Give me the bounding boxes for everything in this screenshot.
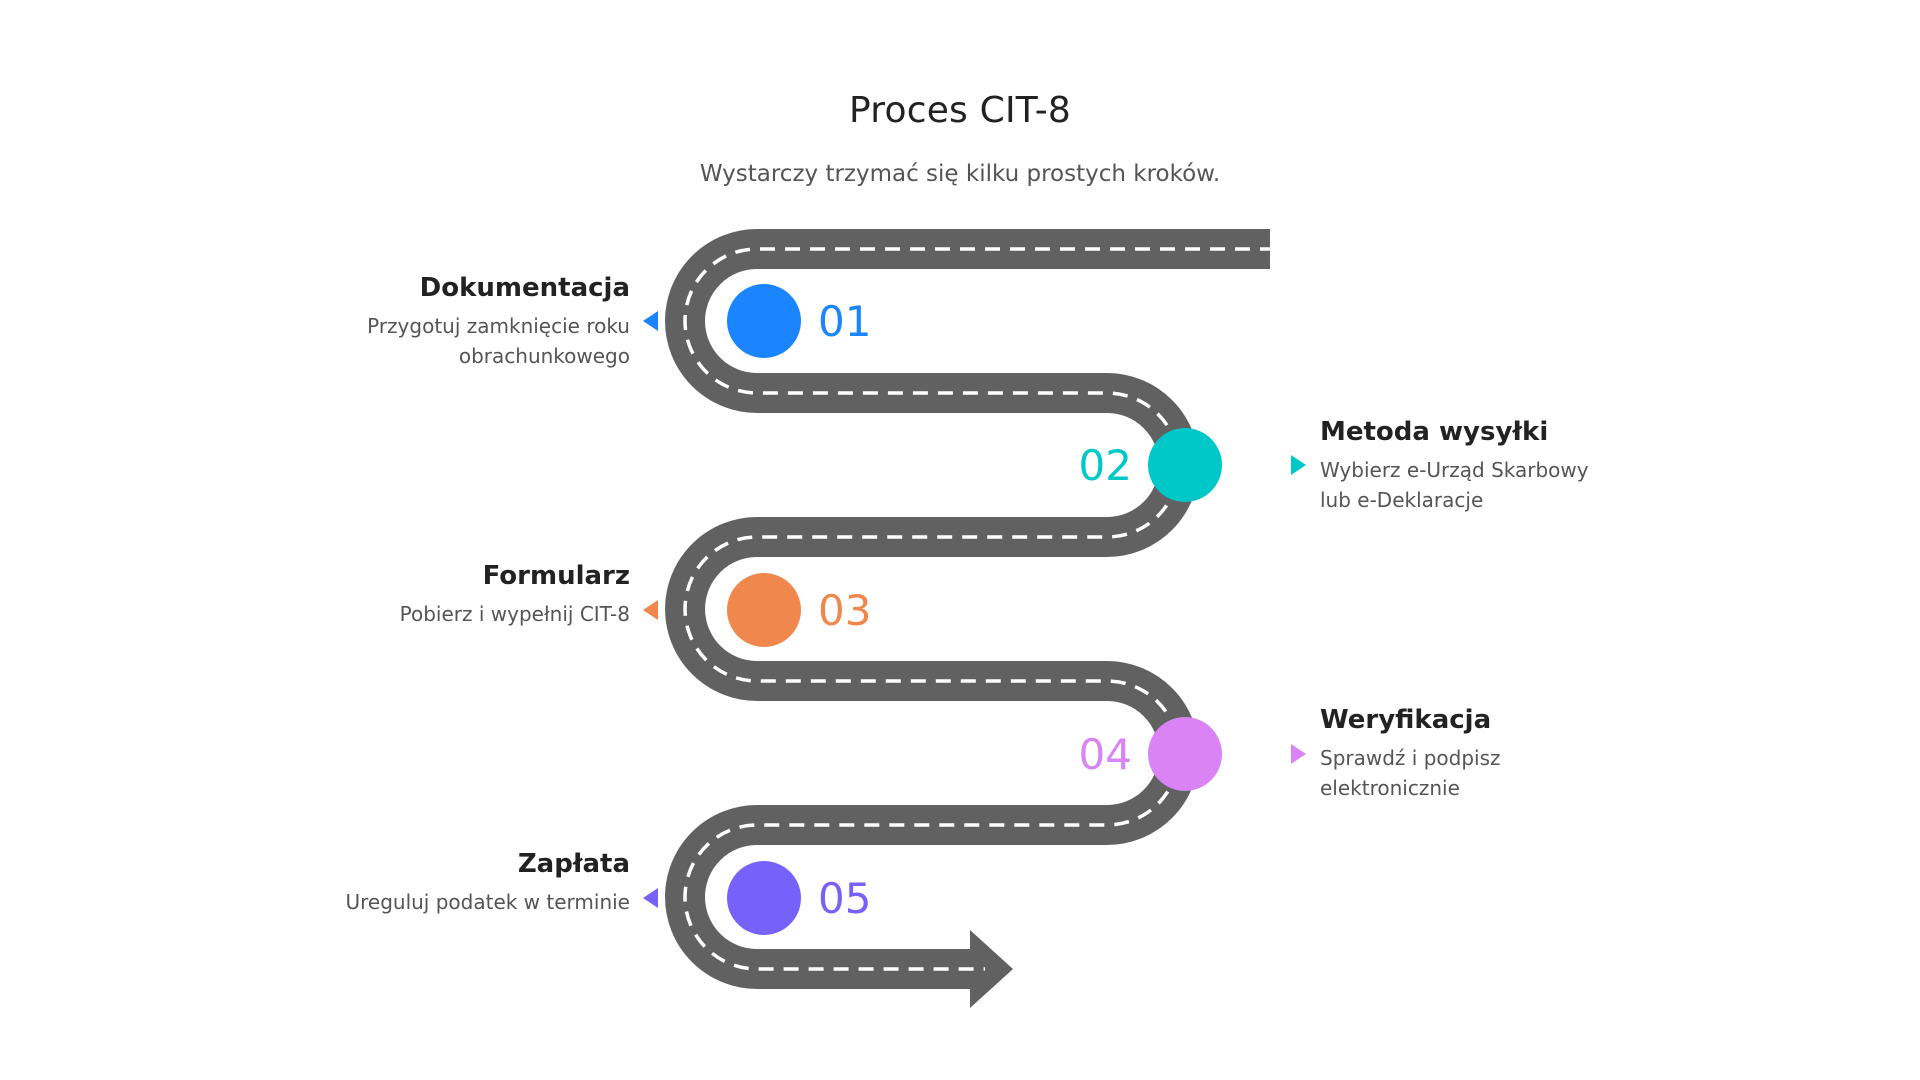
step-4-marker — [1148, 717, 1222, 791]
step-2-description: Wybierz e-Urząd Skarbowy lub e-Deklaracj… — [1320, 455, 1650, 515]
step-1-title: Dokumentacja — [419, 273, 630, 303]
step-3-number: 03 — [818, 586, 871, 635]
step-5-description: Ureguluj podatek w terminie — [300, 887, 630, 917]
page-subtitle: Wystarczy trzymać się kilku prostych kro… — [699, 161, 1221, 187]
page-title: Proces CIT-8 — [849, 90, 1071, 131]
step-2-description-line-1: Wybierz e-Urząd Skarbowy — [1320, 458, 1589, 482]
road-center-line — [683, 247, 1275, 971]
step-3-title: Formularz — [482, 561, 630, 591]
step-4-number: 04 — [1079, 730, 1132, 779]
road-arrow-head — [970, 930, 1013, 1008]
step-4-description: Sprawdź i podpisz elektronicznie — [1320, 743, 1650, 803]
step-5-number: 05 — [818, 874, 871, 923]
step-1-marker — [727, 284, 801, 358]
step-2-number: 02 — [1079, 441, 1132, 490]
step-3-pointer-icon — [643, 600, 658, 620]
step-3-description: Pobierz i wypełnij CIT-8 — [300, 599, 630, 629]
step-2-text: Metoda wysyłki Wybierz e-Urząd Skarbowy … — [1320, 417, 1650, 515]
step-3-marker — [727, 573, 801, 647]
step-1-description-line-1: Przygotuj zamknięcie roku — [367, 314, 630, 338]
step-4-description-line-1: Sprawdź i podpisz — [1320, 746, 1501, 770]
step-1-text: Dokumentacja Przygotuj zamknięcie roku o… — [300, 273, 630, 371]
step-5-title: Zapłata — [517, 849, 630, 879]
step-5-pointer-icon — [643, 888, 658, 908]
step-2-pointer-icon — [1291, 455, 1306, 475]
step-5-marker — [727, 861, 801, 935]
step-3-description-line-1: Pobierz i wypełnij CIT-8 — [399, 602, 630, 626]
step-2-title: Metoda wysyłki — [1320, 417, 1549, 447]
step-3-text: Formularz Pobierz i wypełnij CIT-8 — [300, 561, 630, 629]
step-4-pointer-icon — [1291, 744, 1306, 764]
step-1-number: 01 — [818, 297, 871, 346]
step-5-description-line-1: Ureguluj podatek w terminie — [345, 890, 630, 914]
step-4-description-line-2: elektronicznie — [1320, 776, 1460, 800]
step-5-text: Zapłata Ureguluj podatek w terminie — [300, 849, 630, 917]
step-2-description-line-2: lub e-Deklaracje — [1320, 488, 1484, 512]
step-4-text: Weryfikacja Sprawdź i podpisz elektronic… — [1320, 705, 1650, 803]
step-4-title: Weryfikacja — [1320, 705, 1492, 735]
step-1-description: Przygotuj zamknięcie roku obrachunkowego — [300, 311, 630, 371]
step-1-pointer-icon — [643, 311, 658, 331]
step-1-description-line-2: obrachunkowego — [458, 344, 630, 368]
step-2-marker — [1148, 428, 1222, 502]
